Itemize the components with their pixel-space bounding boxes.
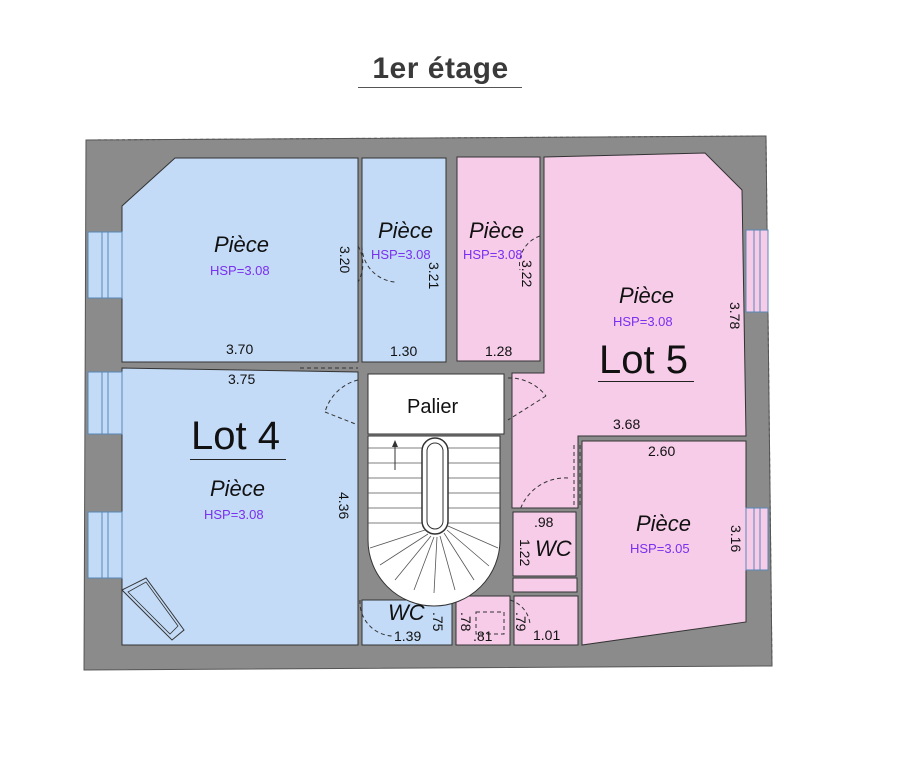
dimension-vertical: 4.36 [336,492,352,520]
dimension-vertical: 3.22 [519,260,535,288]
room-name: Pièce [619,283,675,308]
stair-arrow-head [392,440,398,447]
dimension-vertical: 3.21 [426,262,442,290]
stair-rail-inner [426,442,444,530]
palier-label: Palier [407,396,459,418]
stair-rail [421,437,449,535]
room-hsp: HSP=3.08 [204,507,264,522]
windows [87,229,769,579]
room-hsp: HSP=3.05 [630,541,690,556]
dimension: 2.60 [648,443,676,459]
outline-dashed [85,135,773,667]
lot5-connector [512,577,578,593]
room-hsp: HSP=3.08 [463,247,523,262]
room-name: Pièce [469,218,525,243]
dimension: .98 [534,514,554,530]
dimension: 3.70 [226,341,254,357]
room-hsp: HSP=3.08 [371,247,431,262]
room-lot4-mid [361,157,447,363]
dimension-vertical: 3.16 [728,525,744,553]
dimension-vertical: 3.20 [337,246,353,274]
dimension-vertical: 3.78 [727,302,743,330]
lot5-label: Lot 5 [599,338,688,382]
room-lot5-closet-b [513,595,579,646]
lot5-underline [598,381,694,382]
lot4-label: Lot 4 [191,414,280,458]
dimension: 1.28 [485,343,513,359]
chimney [121,577,185,641]
room-name: WC [535,536,572,561]
room-name: Pièce [636,511,692,536]
dimension: 1.39 [394,628,422,644]
room-name: Pièce [210,476,266,501]
room-name: WC [388,600,425,625]
room-lot5-wc [512,511,577,577]
dimension: 3.75 [228,371,256,387]
page-title: 1er étage [372,52,509,85]
room-hsp: HSP=3.08 [613,314,673,329]
dimension-vertical: .75 [430,612,446,632]
dimension: .81 [473,628,493,644]
room-name: Pièce [214,232,270,257]
dimension-vertical: .78 [458,612,474,632]
dimension-vertical: 1.22 [517,539,533,567]
room-name: Pièce [378,218,434,243]
lot4-underline [190,459,286,460]
room-lot5-main [511,152,747,509]
dimension: 3.68 [613,416,641,432]
door-swings [300,235,581,637]
room-lot5-closet-a [455,595,511,646]
room-lot4-top [121,157,359,363]
dimension-vertical: .79 [513,612,529,632]
stair-steps [368,447,500,594]
dimension: 1.01 [533,627,561,643]
palier-area [367,373,505,435]
room-lot5-bottom [581,440,747,646]
dimension: 1.30 [390,343,418,359]
room-hsp: HSP=3.08 [210,263,270,278]
room-lot5-small [456,156,541,362]
title-underline [358,87,522,88]
